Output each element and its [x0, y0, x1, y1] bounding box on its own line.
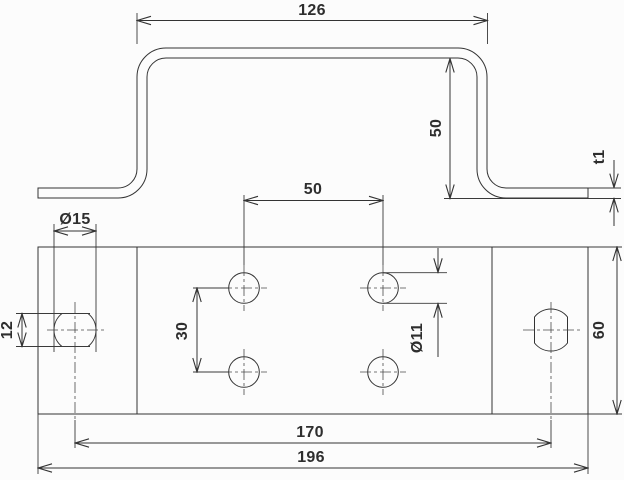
dim-leg-height: 50 [428, 59, 450, 199]
dim-label-thickness: t1 [591, 150, 608, 165]
dim-plate-depth: 60 [588, 247, 622, 414]
centerlines [47, 265, 580, 420]
right-end-hole [534, 308, 568, 352]
dim-end-hole-dia: Ø15 [54, 211, 96, 352]
bent-sheet-profile-outline [38, 47, 588, 199]
dim-center-hole-dia: Ø11 [383, 248, 447, 357]
dim-overall-length: 196 [38, 414, 588, 474]
dim-label-plate-depth: 60 [591, 321, 608, 339]
sheet-end-caps [37, 187, 589, 199]
dim-end-hole-cc: 170 [75, 420, 551, 448]
dim-label-hole-pitch-x: 50 [304, 181, 322, 198]
dim-label-end-hole-cc: 170 [296, 424, 324, 441]
dim-label-top-width: 126 [298, 2, 326, 19]
dim-end-hole-width: 12 [0, 314, 90, 347]
dim-hole-pitch-y: 30 [174, 288, 229, 372]
dim-label-leg-height: 50 [428, 119, 445, 137]
dim-label-end-hole-dia: Ø15 [59, 211, 90, 228]
dim-label-overall-length: 196 [297, 449, 325, 466]
bent-sheet-profile-core [38, 48, 588, 198]
dim-top-width: 126 [137, 2, 488, 44]
plan-view: 50 Ø15 12 30 Ø11 [0, 181, 622, 474]
dim-label-center-hole-dia: Ø11 [409, 323, 426, 353]
plate-outline [37, 246, 589, 415]
bend-lines [136, 247, 493, 414]
dim-label-end-hole-width: 12 [0, 321, 16, 339]
dim-thickness: t1 [444, 150, 621, 226]
profile-view: 126 50 t1 [37, 2, 621, 226]
dim-label-hole-pitch-y: 30 [174, 322, 191, 340]
dim-hole-pitch-x: 50 [244, 181, 383, 265]
